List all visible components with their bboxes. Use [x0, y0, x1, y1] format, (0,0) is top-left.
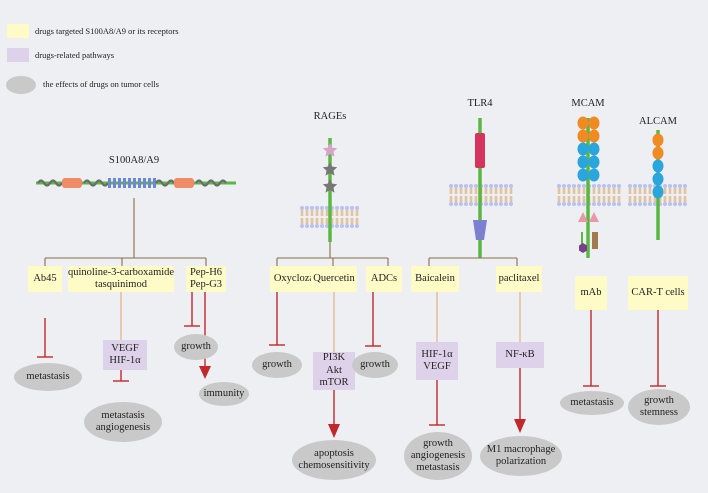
effect-oval-metastasis-angiogenesis: metastasis angiogenesis [84, 402, 162, 442]
pathway-label: PI3K [322, 352, 346, 364]
effect-oval-metastasis: metastasis [560, 391, 624, 415]
legend-label-drug: drugs targeted S100A8/A9 or its receptor… [35, 26, 179, 36]
group-brackets [44, 198, 518, 266]
drug-box-adcs: ADCs [366, 266, 402, 292]
pathway-label: HIF-1α [109, 355, 141, 366]
effect-label: metastasis [26, 371, 70, 382]
effect-label: growth [262, 359, 292, 370]
effect-label: angiogenesis [410, 450, 466, 461]
effect-label: polarization [495, 456, 547, 467]
effect-label: stemness [640, 407, 678, 418]
pathway-label: NF-κB [505, 348, 535, 360]
pathway-connectors [120, 292, 521, 352]
drug-label: Ab45 [33, 273, 57, 284]
legend-swatch-effect [6, 76, 36, 94]
effect-oval-growth: growth [174, 334, 218, 360]
effect-oval-immunity: immunity [199, 382, 249, 406]
tlr4-receptor [473, 118, 487, 258]
drug-label: Quercetin [313, 273, 355, 284]
legend-label-pathway: drugs-related pathways [35, 50, 115, 60]
mcam-receptor [577, 116, 600, 258]
drug-label: tasquinimod [95, 279, 147, 290]
drug-box-baicalein: Baicalein [411, 266, 459, 292]
effect-label: immunity [203, 388, 245, 399]
drug-box-mab: mAb [575, 276, 607, 310]
effect-oval-growth: growth [352, 352, 398, 378]
effect-label: apoptosis [314, 448, 354, 459]
pathway-box-vegf-hif: VEGF HIF-1α [103, 340, 147, 370]
ligand-star-icon [322, 143, 338, 157]
ig-domain-star-icon [322, 162, 338, 176]
drug-box-paclitaxel: paclitaxel [496, 266, 542, 292]
effect-label: chemosensitivity [298, 460, 370, 471]
receptor-label-alcam: ALCAM [639, 116, 677, 127]
activation-arrowheads [199, 366, 526, 438]
effect-oval-metastasis: metastasis [14, 363, 82, 391]
receptor-label-rages: RAGEs [313, 111, 347, 122]
effect-label: M1 macrophage [486, 444, 556, 455]
drug-label: CAR-T cells [631, 287, 685, 298]
drug-box-quinoline: quinoline-3-carboxamide tasquinimod [68, 266, 174, 292]
pathway-label: VEGF [423, 361, 451, 372]
receptor-label-s100a8-a9: S100A8/A9 [108, 155, 160, 166]
ig-domain-star-icon [322, 179, 338, 193]
legend-label-effect: the effects of drugs on tumor cells [43, 79, 159, 89]
effect-label: growth [360, 359, 390, 370]
effect-label: growth [644, 395, 674, 406]
drug-box-quercetin: Quercetin [311, 266, 357, 292]
pathway-label: VEGF [111, 342, 139, 354]
effect-label: growth [181, 341, 211, 352]
drug-box-pep: Pep-H6 Pep-G3 [186, 266, 226, 292]
effect-oval-growth: growth [252, 352, 302, 378]
effect-label: metastasis [570, 397, 614, 408]
effect-oval-growth-angiogenesis-metastasis: growth angiogenesis metastasis [404, 432, 472, 480]
pathway-label: mTOR [319, 377, 349, 389]
effect-label: angiogenesis [95, 422, 151, 433]
s100a8-a9-protein [36, 178, 236, 188]
drug-label: Baicalein [415, 273, 455, 284]
legend-swatch-pathway [7, 48, 29, 62]
rage-receptor [322, 138, 338, 242]
pathway-box-nfkb: NF-κB [496, 342, 544, 368]
pathway-label: HIF-1α [421, 348, 453, 360]
drug-label: Pep-G3 [189, 279, 223, 290]
drug-label: ADCs [370, 273, 398, 284]
effect-oval-m1-macrophage-polarization: M1 macrophage polarization [480, 436, 562, 476]
pathway-box-hif-vegf: HIF-1α VEGF [416, 342, 458, 380]
effect-label: metastasis [416, 462, 460, 473]
effect-oval-growth-stemness: growth stemness [628, 389, 690, 425]
alcam-receptor [652, 130, 664, 240]
drug-label: mAb [580, 287, 602, 298]
drug-label: paclitaxel [498, 273, 540, 284]
drug-label: quinoline-3-carboxamide [67, 267, 175, 278]
effect-label: metastasis [101, 410, 145, 421]
effect-oval-apoptosis-chemosensitivity: apoptosis chemosensitivity [292, 440, 376, 480]
receptor-label-mcam: MCAM [571, 98, 605, 109]
pathway-box-pi3k-akt-mtor: PI3K Akt mTOR [313, 352, 355, 390]
effect-label: growth [423, 438, 453, 449]
cell-membranes [299, 183, 688, 229]
receptor-label-tlr4: TLR4 [467, 98, 493, 109]
drug-label: Oxyclozanide [273, 273, 333, 284]
pathway-label: Akt [326, 364, 342, 376]
drug-box-ab45: Ab45 [28, 266, 62, 292]
drug-label: Pep-H6 [189, 267, 223, 278]
legend-swatch-drug [7, 24, 29, 38]
drug-box-car-t: CAR-T cells [628, 276, 688, 310]
